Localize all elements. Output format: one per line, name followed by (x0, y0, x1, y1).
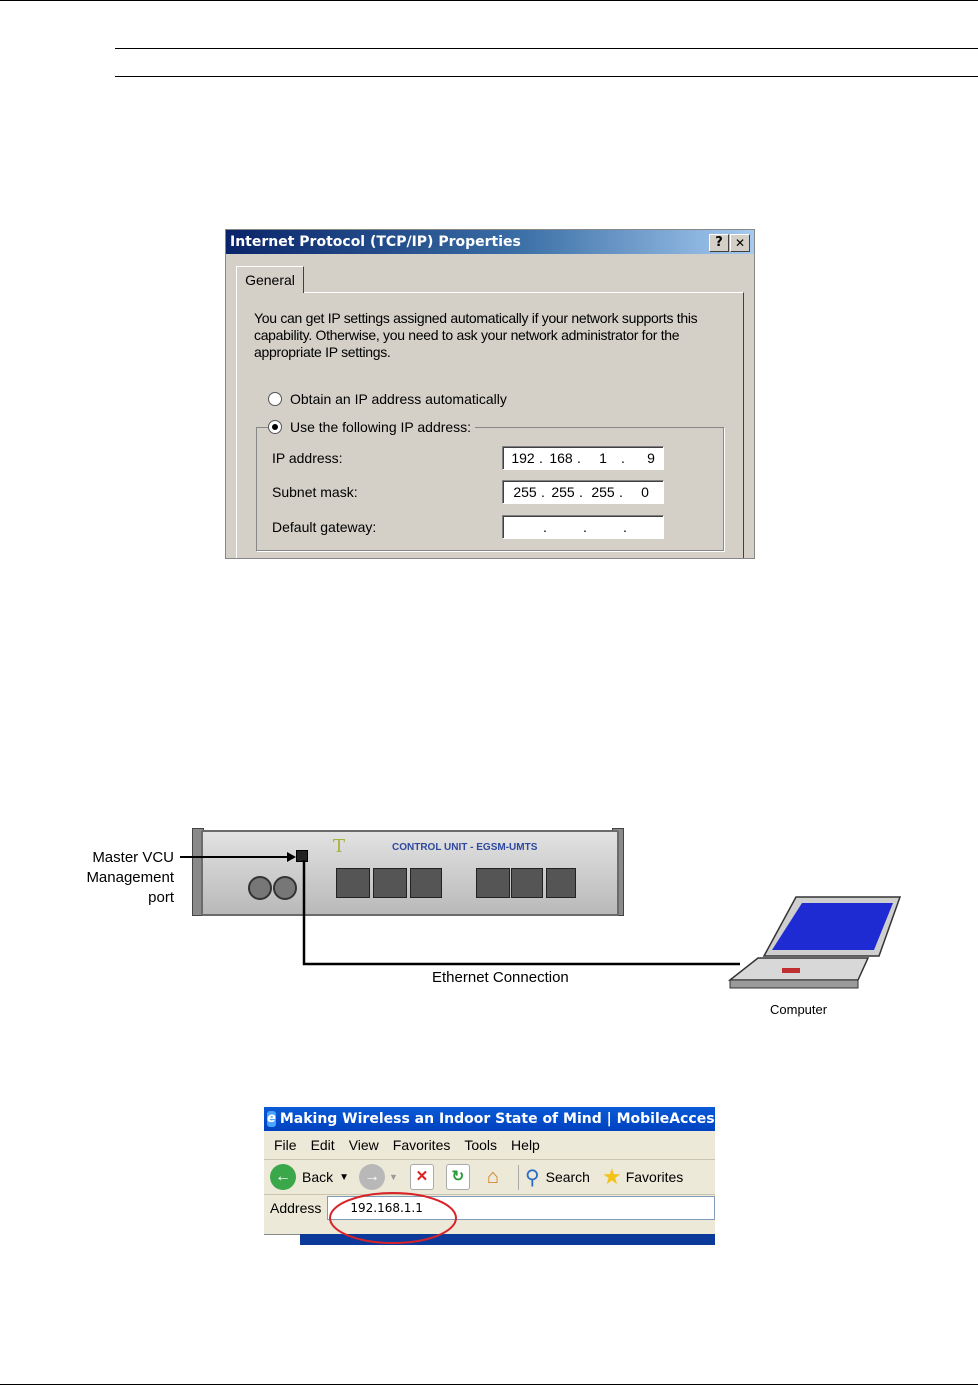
rj45-port-block (511, 868, 543, 898)
mgmt-label-line-2: Management (86, 869, 174, 886)
ip-dot: . (621, 450, 625, 466)
ip-address-label: IP address: (272, 450, 343, 466)
ip-dot: . (539, 450, 543, 466)
forward-arrow-icon: → (359, 1164, 386, 1190)
radio-button-checked-icon[interactable] (268, 420, 282, 434)
back-arrow-icon: ← (270, 1164, 296, 1190)
manual-ip-groupbox (256, 427, 724, 551)
search-label: Search (545, 1169, 590, 1185)
subnet-octet-2: 255 (551, 484, 575, 500)
ip-dot: . (541, 484, 545, 500)
computer-label: Computer (770, 1002, 828, 1017)
favorites-star-icon: ★ (601, 1164, 622, 1189)
radio-manual-label: Use the following IP address: (290, 419, 472, 435)
rj45-port-block (476, 868, 510, 898)
ip-dot: . (583, 519, 587, 535)
ip-dot: . (577, 450, 581, 466)
dialog-title: Internet Protocol (TCP/IP) Properties (230, 234, 521, 250)
subnet-octet-4: 0 (641, 484, 649, 500)
address-bar: Address 192.168.1.1 (264, 1195, 715, 1221)
general-panel (236, 292, 744, 558)
address-label: Address (270, 1200, 322, 1216)
search-icon: ⚲ (524, 1166, 540, 1189)
ip-octet-1: 192 (511, 450, 535, 466)
subnet-mask-field[interactable]: 255 . 255 . 255 . 0 (502, 480, 664, 504)
browser-toolbar: ← Back ▼ → ▼ ✕ ↻ ⌂ ⚲ Search ★ Favorites (264, 1160, 715, 1195)
header-rule-2 (115, 76, 978, 77)
radio-use-following[interactable]: Use the following IP address: (268, 419, 476, 435)
browser-menubar: File Edit View Favorites Tools Help (264, 1131, 715, 1160)
address-input[interactable]: 192.168.1.1 (327, 1196, 715, 1220)
ethernet-cable-line (302, 860, 740, 966)
menu-favorites[interactable]: Favorites (392, 1137, 451, 1153)
header-rule-1 (115, 48, 978, 49)
rj45-port-block (410, 868, 442, 898)
browser-titlebar: e Making Wireless an Indoor State of Min… (264, 1107, 715, 1131)
favorites-label: Favorites (625, 1169, 684, 1185)
dialog-description: You can get IP settings assigned automat… (254, 310, 698, 360)
close-button[interactable]: ✕ (730, 234, 750, 252)
back-label: Back (302, 1169, 334, 1185)
ie-logo-icon: e (267, 1111, 276, 1127)
radio-button-icon[interactable] (268, 392, 282, 406)
ip-dot: . (543, 519, 547, 535)
ip-octet-4: 9 (647, 450, 655, 466)
menu-file[interactable]: File (274, 1137, 297, 1153)
subnet-mask-label: Subnet mask: (272, 484, 358, 500)
page-content-corner (264, 1234, 300, 1245)
back-button[interactable]: ← Back ▼ (270, 1164, 349, 1190)
device-logo-icon: T (333, 836, 346, 857)
rj45-port-block (336, 868, 370, 898)
ip-octet-3: 1 (599, 450, 607, 466)
laptop-computer-icon (727, 896, 902, 989)
ip-address-field[interactable]: 192 . 168 . 1 . 9 (502, 446, 664, 470)
tcpip-properties-dialog: Internet Protocol (TCP/IP) Properties ? … (225, 229, 755, 559)
ip-dot: . (579, 484, 583, 500)
subnet-octet-1: 255 (513, 484, 537, 500)
mgmt-label-line-3: port (148, 889, 174, 906)
ip-octet-2: 168 (549, 450, 573, 466)
menu-help[interactable]: Help (511, 1137, 540, 1153)
menu-edit[interactable]: Edit (310, 1137, 335, 1153)
bnc-connector-icon (248, 876, 272, 900)
stop-icon[interactable]: ✕ (409, 1164, 434, 1190)
browser-title: Making Wireless an Indoor State of Mind … (279, 1111, 715, 1127)
chevron-down-icon[interactable]: ▼ (339, 1171, 350, 1183)
default-gateway-label: Default gateway: (272, 519, 377, 535)
menu-tools[interactable]: Tools (464, 1137, 498, 1153)
default-gateway-field[interactable]: . . . (502, 515, 664, 539)
rj45-port-block (373, 868, 407, 898)
chevron-down-icon[interactable]: ▼ (389, 1172, 398, 1182)
bottom-rule (0, 1384, 978, 1385)
help-button[interactable]: ? (709, 234, 729, 252)
tab-general[interactable]: General (236, 266, 304, 293)
management-port-icon (296, 850, 308, 862)
menu-view[interactable]: View (348, 1137, 379, 1153)
mgmt-label-line-1: Master VCU (92, 849, 174, 866)
refresh-icon[interactable]: ↻ (445, 1164, 470, 1190)
top-rule (0, 0, 978, 1)
mgmt-arrowhead-icon (287, 852, 296, 862)
favorites-button[interactable]: ★ Favorites (602, 1164, 683, 1190)
ip-dot: . (619, 484, 623, 500)
ip-dot: . (623, 519, 627, 535)
device-label: CONTROL UNIT - EGSM-UMTS (392, 842, 538, 853)
radio-obtain-auto[interactable]: Obtain an IP address automatically (268, 391, 511, 407)
forward-button[interactable]: → ▼ (359, 1164, 398, 1190)
radio-auto-label: Obtain an IP address automatically (290, 391, 507, 407)
mgmt-port-label: Master VCU Management port (60, 848, 174, 908)
subnet-octet-3: 255 (591, 484, 615, 500)
ie-browser-window: e Making Wireless an Indoor State of Min… (264, 1107, 715, 1245)
page-content-strip (300, 1234, 715, 1245)
search-button[interactable]: ⚲ Search (517, 1164, 590, 1190)
bnc-connector-icon (273, 876, 297, 900)
rj45-port-block (546, 868, 576, 898)
dialog-titlebar: Internet Protocol (TCP/IP) Properties ? … (226, 230, 754, 254)
home-icon[interactable]: ⌂ (486, 1166, 499, 1188)
ethernet-connection-label: Ethernet Connection (432, 969, 569, 986)
